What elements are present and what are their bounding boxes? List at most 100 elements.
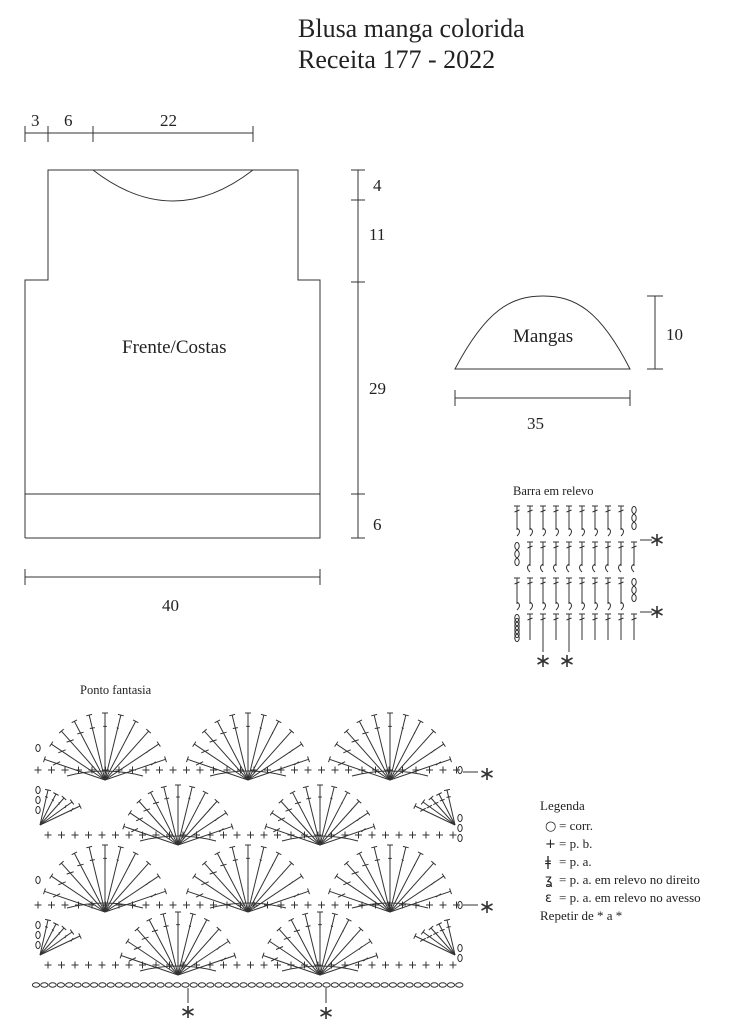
single-crochet-icon xyxy=(318,902,325,909)
post-stitch-icon xyxy=(580,546,585,548)
relief-hook-icon xyxy=(517,602,520,610)
chain-stitch-icon xyxy=(298,983,305,987)
relief-hook-icon xyxy=(580,564,583,572)
double-crochet-icon xyxy=(248,888,310,912)
single-crochet-icon xyxy=(170,767,177,774)
single-crochet-icon xyxy=(62,767,69,774)
chain-stitch-icon xyxy=(515,558,519,565)
chain-stitch-icon xyxy=(515,622,519,629)
legend-item-1: = corr. xyxy=(559,818,593,833)
relief-hook-icon xyxy=(569,528,572,536)
double-crochet-icon xyxy=(105,846,124,912)
chain-stitch-icon xyxy=(423,983,430,987)
repeat-star-icon xyxy=(652,606,663,618)
post-stitch-icon xyxy=(541,582,546,584)
barra-chart-title: Barra em relevo xyxy=(513,484,594,498)
chain-stitch-icon xyxy=(348,983,355,987)
dim-top-3: 22 xyxy=(160,111,177,130)
chain-stitch-icon xyxy=(91,983,98,987)
single-crochet-icon xyxy=(197,767,204,774)
chain-stitch-icon xyxy=(265,983,272,987)
single-crochet-icon xyxy=(210,767,217,774)
shell-arc-icon xyxy=(140,966,216,971)
chain-stitch-icon xyxy=(515,634,519,641)
post-stitch-icon xyxy=(554,510,559,512)
double-crochet-icon xyxy=(279,799,320,845)
chain-stitch-icon xyxy=(115,983,122,987)
dim-right-2: 11 xyxy=(369,225,385,244)
title-line-2: Receita 177 - 2022 xyxy=(298,45,495,74)
single-crochet-icon xyxy=(247,962,254,969)
single-crochet-icon xyxy=(305,902,312,909)
double-crochet-icon xyxy=(215,720,248,780)
post-stitch-icon xyxy=(632,618,637,620)
chain-stitch-icon xyxy=(515,614,519,621)
chain-stitch-icon xyxy=(323,983,330,987)
repeat-star-icon xyxy=(652,534,663,546)
double-crochet-icon xyxy=(178,939,230,975)
double-crochet-icon xyxy=(390,846,409,912)
chain-stitch-icon xyxy=(632,514,636,521)
double-crochet-icon xyxy=(248,714,267,780)
double-crochet-icon xyxy=(40,793,59,825)
post-stitch-icon xyxy=(619,510,624,512)
double-crochet-icon xyxy=(277,927,320,975)
single-crochet-icon xyxy=(183,767,190,774)
legend: Legenda ○ = corr. + = p. b. ǂ = p. a. ʓ … xyxy=(540,798,701,923)
dim-top-2: 6 xyxy=(64,111,73,130)
double-crochet-icon xyxy=(421,930,455,955)
sleeve-outline xyxy=(455,296,663,406)
single-crochet-icon xyxy=(48,902,55,909)
double-crochet-icon xyxy=(105,861,151,912)
double-crochet-icon xyxy=(120,953,178,975)
double-crochet-icon xyxy=(186,756,248,780)
double-crochet-icon xyxy=(390,742,445,780)
double-crochet-icon xyxy=(245,845,251,912)
chain-stitch-icon xyxy=(132,983,139,987)
legend-fpdc-icon: ʓ xyxy=(545,873,553,888)
chain-stitch-icon xyxy=(389,983,396,987)
double-crochet-icon xyxy=(390,729,436,780)
relief-hook-icon xyxy=(569,602,572,610)
double-crochet-icon xyxy=(390,756,452,780)
double-crochet-icon xyxy=(43,756,105,780)
top-dimension-line xyxy=(25,126,253,142)
legend-bpdc-icon: ɛ xyxy=(545,891,552,906)
legend-item-2: = p. b. xyxy=(559,836,592,851)
single-crochet-icon xyxy=(440,902,447,909)
single-crochet-icon xyxy=(72,962,79,969)
single-crochet-icon xyxy=(369,962,376,969)
post-stitch-icon xyxy=(593,546,598,548)
post-stitch-icon xyxy=(606,618,611,620)
single-crochet-icon xyxy=(382,832,389,839)
single-crochet-icon xyxy=(386,767,393,774)
chain-stitch-icon xyxy=(458,814,462,821)
double-crochet-icon xyxy=(178,953,236,975)
chain-stitch-icon xyxy=(281,983,288,987)
chain-stitch-icon xyxy=(215,983,222,987)
chain-stitch-icon xyxy=(157,983,164,987)
double-crochet-icon xyxy=(248,720,281,780)
shell-arc-icon xyxy=(210,903,286,908)
chain-stitch-icon xyxy=(458,901,462,908)
single-crochet-icon xyxy=(409,832,416,839)
single-crochet-icon xyxy=(426,902,433,909)
double-crochet-icon xyxy=(40,789,51,825)
single-crochet-icon xyxy=(126,832,133,839)
double-crochet-icon xyxy=(414,803,455,825)
post-stitch-icon xyxy=(528,618,533,620)
double-crochet-icon xyxy=(320,913,338,975)
double-crochet-icon xyxy=(248,874,303,912)
single-crochet-icon xyxy=(278,902,285,909)
double-crochet-icon xyxy=(178,799,219,845)
double-crochet-icon xyxy=(268,939,320,975)
post-stitch-icon xyxy=(580,618,585,620)
double-crochet-icon xyxy=(175,912,181,975)
chain-stitch-icon xyxy=(248,983,255,987)
repeat-star-icon xyxy=(562,655,573,667)
chain-stitch-icon xyxy=(190,983,197,987)
double-crochet-icon xyxy=(40,930,74,955)
double-crochet-icon xyxy=(43,888,105,912)
chain-stitch-icon xyxy=(232,983,239,987)
double-crochet-icon xyxy=(335,742,390,780)
